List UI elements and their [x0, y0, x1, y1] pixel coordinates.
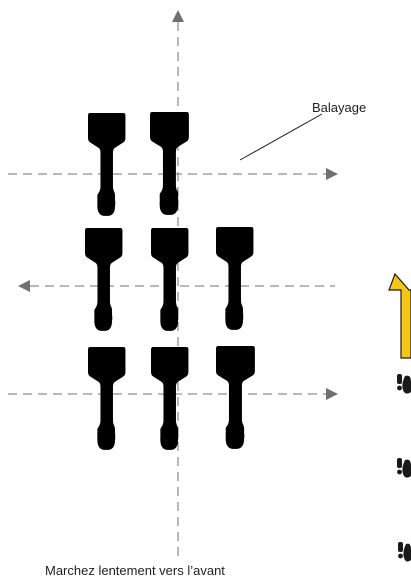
sweep-label: Balayage [312, 100, 367, 115]
locator-device-icon [85, 228, 123, 331]
locator-device-icon [151, 228, 189, 331]
locator-device-icon [216, 346, 255, 449]
locator-device-icon [216, 227, 254, 330]
locator-device-icon [88, 347, 126, 450]
walk-instruction-label: Marchez lentement vers l’avant [45, 563, 225, 578]
sweep-arrowhead-right-1 [326, 168, 338, 180]
sweep-arrowhead-left-2 [18, 280, 30, 292]
footprint-icon [397, 458, 411, 478]
locator-device-icon [88, 113, 126, 216]
sweep-arrowhead-right-3 [326, 388, 338, 400]
forward-axis-arrowhead [172, 10, 184, 22]
footprint-icon [398, 542, 411, 562]
footprint-icon [397, 374, 411, 394]
balayage-leader-line [239, 113, 323, 161]
locator-device-icon [150, 112, 189, 215]
locator-device-icon [151, 347, 189, 450]
forward-arrow-icon [388, 272, 411, 359]
